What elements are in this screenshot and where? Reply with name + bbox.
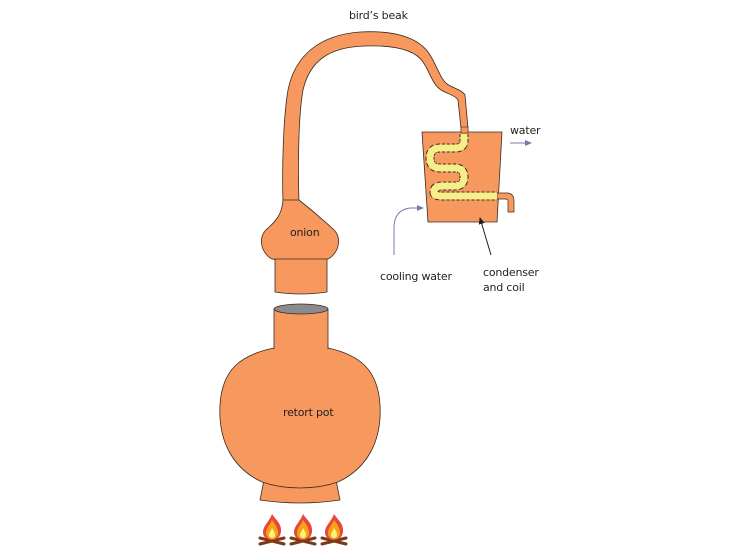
label-onion: onion <box>290 226 320 239</box>
fire-group <box>258 514 348 546</box>
cooling-water-arrow <box>393 205 424 255</box>
label-retort-pot: retort pot <box>283 406 334 419</box>
condenser <box>421 126 515 223</box>
label-cooling-water: cooling water <box>380 270 452 283</box>
fire-icon <box>289 514 317 546</box>
label-birds-beak: bird’s beak <box>349 9 408 22</box>
label-condenser-line1: condenser <box>483 266 539 279</box>
onion <box>261 199 339 295</box>
condenser-pointer-arrow <box>478 217 492 256</box>
fire-icon <box>320 514 348 546</box>
fire-icon <box>258 514 286 546</box>
retort-pot <box>219 303 381 504</box>
label-condenser-line2: and coil <box>483 281 525 294</box>
label-water: water <box>510 124 541 137</box>
